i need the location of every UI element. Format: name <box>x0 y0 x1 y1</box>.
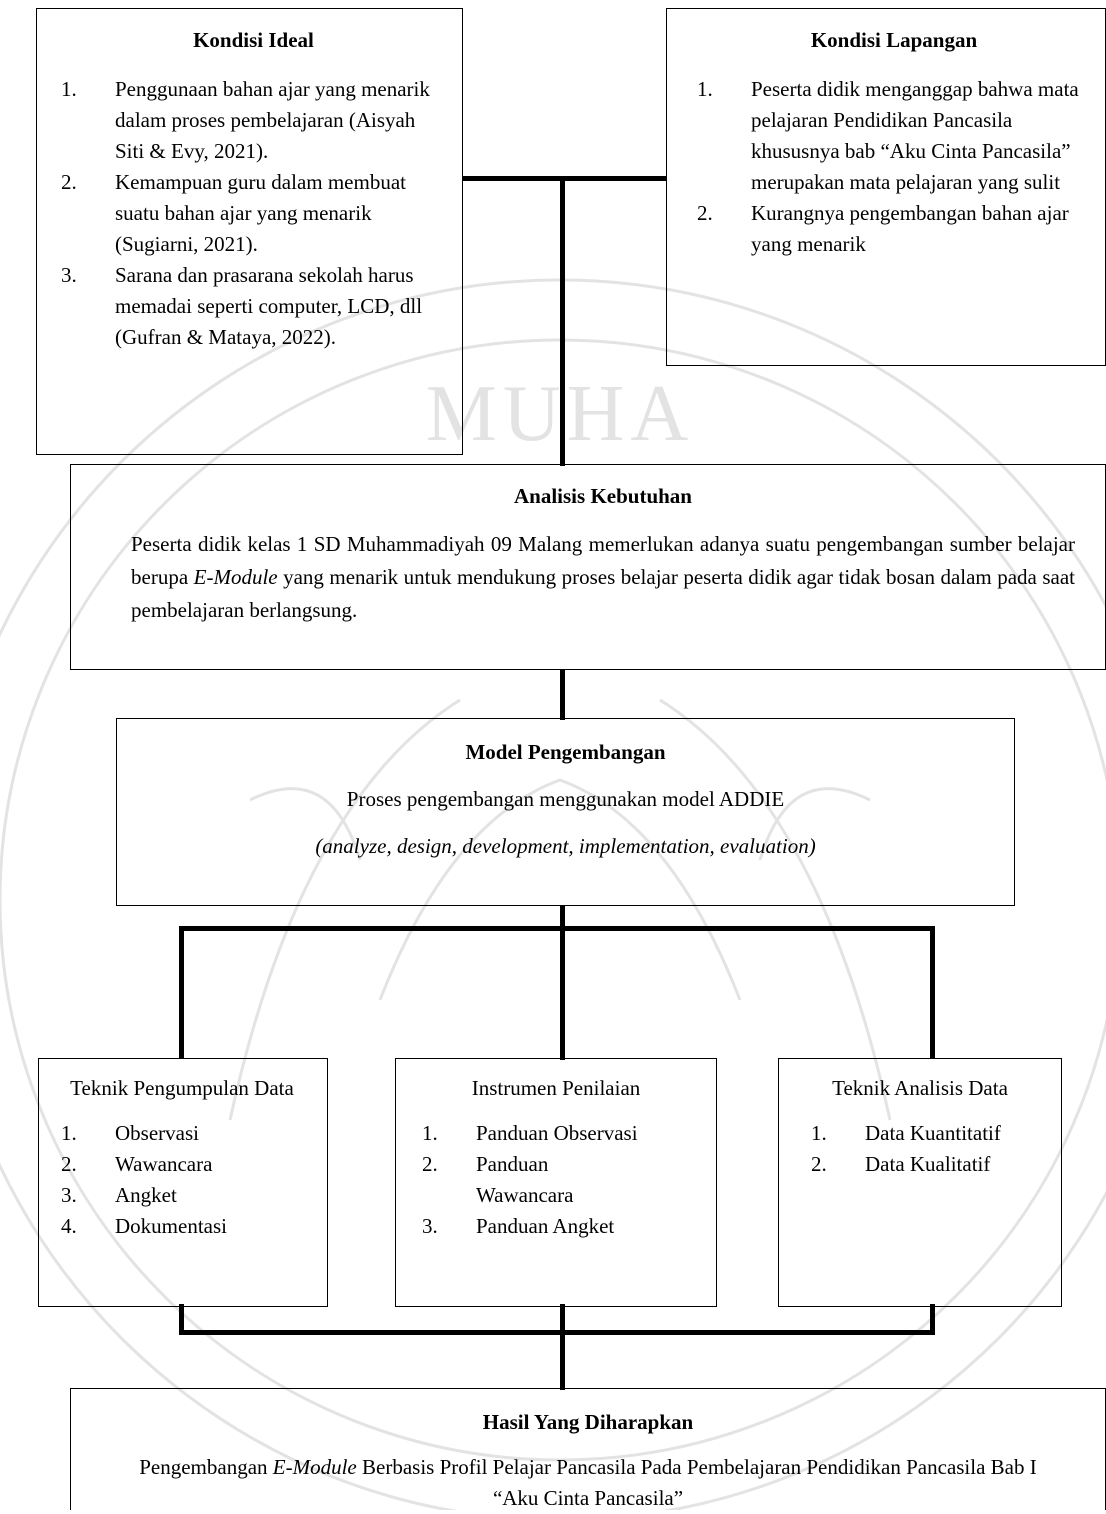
teknik-pengumpulan-title: Teknik Pengumpulan Data <box>70 1076 294 1100</box>
list-item: 3.Panduan Angket <box>422 1214 615 1238</box>
kondisi-ideal-box: Kondisi Ideal 1.Penggunaan bahan ajar ya… <box>36 8 463 455</box>
kondisi-ideal-title: Kondisi Ideal <box>193 28 314 52</box>
list-item: 3.Angket <box>61 1183 177 1207</box>
analisis-kebutuhan-title: Analisis Kebutuhan <box>514 484 692 508</box>
teknik-analisis-title: Teknik Analisis Data <box>832 1076 1008 1100</box>
connector-branch-left <box>179 926 184 1058</box>
connector-analisis-to-model <box>560 669 565 720</box>
teknik-pengumpulan-box: Teknik Pengumpulan Data 1.Observasi 2.Wa… <box>38 1058 328 1307</box>
connector-model-down <box>560 905 565 1060</box>
list-item: 1.Panduan Observasi <box>422 1121 638 1145</box>
kondisi-lapangan-list: 1.Peserta didik menganggap bahwa mata pe… <box>697 74 1091 260</box>
instrumen-penilaian-title: Instrumen Penilaian <box>471 1076 641 1100</box>
list-item: 2.Kemampuan guru dalam membuat suatu bah… <box>61 170 406 256</box>
teknik-analisis-box: Teknik Analisis Data 1.Data Kuantitatif … <box>778 1058 1062 1307</box>
analisis-kebutuhan-box: Analisis Kebutuhan Peserta didik kelas 1… <box>70 464 1106 670</box>
list-item: 3.Sarana dan prasarana sekolah harus mem… <box>61 263 423 349</box>
analisis-kebutuhan-text: Peserta didik kelas 1 SD Muhammadiyah 09… <box>131 532 1076 622</box>
list-item: 1.Data Kuantitatif <box>811 1121 1001 1145</box>
instrumen-penilaian-box: Instrumen Penilaian 1.Panduan Observasi … <box>395 1058 717 1307</box>
connector-merge-horizontal <box>179 1330 935 1335</box>
model-pengembangan-title: Model Pengembangan <box>465 740 666 764</box>
hasil-box: Hasil Yang Diharapkan Pengembangan E-Mod… <box>70 1388 1106 1510</box>
hasil-title: Hasil Yang Diharapkan <box>482 1410 694 1434</box>
list-item: 2.Panduan Wawancara <box>422 1152 574 1207</box>
teknik-analisis-list: 1.Data Kuantitatif 2.Data Kualitatif <box>811 1118 1051 1180</box>
connector-trunk-to-analisis <box>560 176 565 466</box>
model-pengembangan-line1: Proses pengembangan menggunakan model AD… <box>346 787 785 811</box>
list-item: 2.Wawancara <box>61 1152 213 1176</box>
kondisi-lapangan-box: Kondisi Lapangan 1.Peserta didik mengang… <box>666 8 1106 366</box>
connector-merge-center <box>560 1304 565 1335</box>
list-item: 4.Dokumentasi <box>61 1214 227 1238</box>
instrumen-penilaian-list: 1.Panduan Observasi 2.Panduan Wawancara … <box>422 1118 704 1242</box>
connector-merge-left <box>179 1304 184 1335</box>
teknik-pengumpulan-list: 1.Observasi 2.Wawancara 3.Angket 4.Dokum… <box>61 1118 317 1242</box>
connector-merge-to-hasil <box>560 1330 565 1390</box>
list-item: 2.Kurangnya pengembangan bahan ajar yang… <box>697 201 1069 256</box>
hasil-text: Pengembangan E-Module Berbasis Profil Pe… <box>139 1455 1037 1510</box>
list-item: 2.Data Kualitatif <box>811 1152 991 1176</box>
connector-merge-right <box>930 1304 935 1335</box>
kondisi-ideal-list: 1.Penggunaan bahan ajar yang menarik dal… <box>61 74 446 353</box>
list-item: 1.Penggunaan bahan ajar yang menarik dal… <box>61 77 430 163</box>
list-item: 1.Observasi <box>61 1121 199 1145</box>
model-pengembangan-line2: (analyze, design, development, implement… <box>315 834 816 858</box>
kondisi-lapangan-title: Kondisi Lapangan <box>810 28 978 52</box>
list-item: 1.Peserta didik menganggap bahwa mata pe… <box>697 77 1079 194</box>
model-pengembangan-box: Model Pengembangan Proses pengembangan m… <box>116 718 1015 906</box>
connector-branch-right <box>930 926 935 1058</box>
connector-branch-horizontal <box>179 926 935 931</box>
